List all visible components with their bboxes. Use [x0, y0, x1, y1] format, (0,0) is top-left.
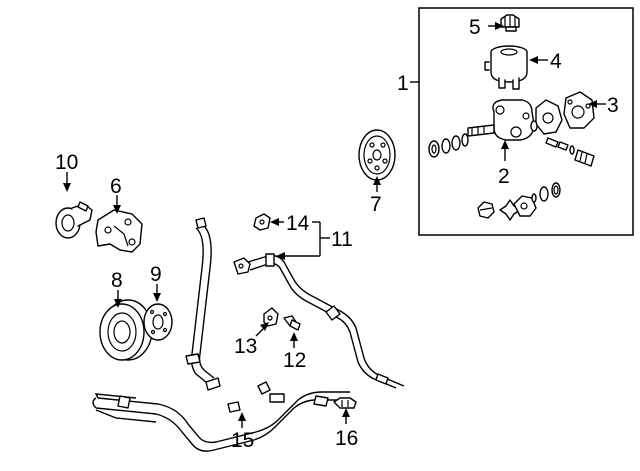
- rotor-kit-parts: [477, 182, 561, 221]
- reservoir-part[interactable]: [484, 45, 528, 90]
- pump-assembly-inset: [418, 7, 634, 236]
- idler-pulley-part[interactable]: [55, 201, 93, 239]
- callout-labels: 1 2 3 4 5 6 7 8 9 10 11 12 13 14 15 16: [55, 16, 619, 452]
- callout-8: 8: [111, 269, 123, 292]
- callout-6: 6: [110, 175, 122, 198]
- crank-pulley-part[interactable]: [99, 299, 153, 361]
- banjo-bolt-part[interactable]: [283, 315, 301, 331]
- pump-body-part[interactable]: [467, 99, 535, 141]
- pressure-hose-part[interactable]: [233, 253, 405, 389]
- callout-14: 14: [286, 212, 310, 235]
- callout-1: 1: [397, 72, 409, 95]
- mounting-bracket-part[interactable]: [95, 209, 143, 253]
- leader-lines: [63, 22, 606, 428]
- callout-16: 16: [335, 427, 358, 450]
- callout-12: 12: [283, 349, 306, 372]
- callout-10: 10: [55, 151, 78, 174]
- union-fitting-part[interactable]: [253, 213, 271, 231]
- pump-pulley-part[interactable]: [358, 129, 396, 181]
- hose-clamp-part[interactable]: [263, 307, 279, 327]
- callout-4: 4: [550, 50, 562, 73]
- callout-2: 2: [498, 165, 510, 188]
- callout-15: 15: [231, 429, 254, 452]
- reservoir-cap-part[interactable]: [500, 14, 520, 32]
- callout-7: 7: [370, 193, 382, 216]
- callout-13: 13: [234, 335, 257, 358]
- hose-connector-part[interactable]: [333, 397, 357, 409]
- control-valve-parts: [545, 137, 595, 167]
- callout-3: 3: [607, 94, 619, 117]
- callout-5: 5: [469, 16, 481, 39]
- return-hose-part[interactable]: [92, 217, 350, 452]
- callout-9: 9: [150, 263, 162, 286]
- shaft-seals: [428, 133, 469, 158]
- callout-11: 11: [331, 228, 353, 251]
- rear-housing-part[interactable]: [530, 91, 595, 135]
- pulley-plate-part[interactable]: [143, 303, 173, 341]
